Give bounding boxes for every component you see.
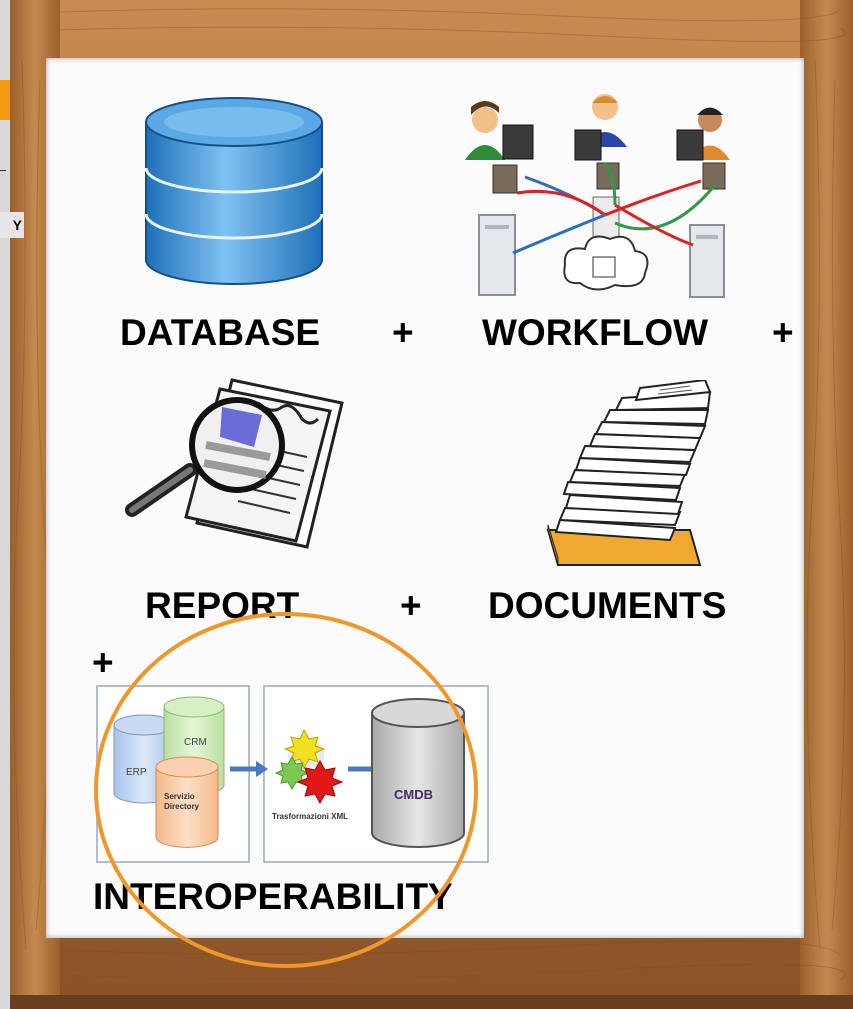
workflow-illustration xyxy=(465,94,730,298)
plus-sign-2: + xyxy=(772,312,794,353)
trasformazioni-label: Trasformazioni XML xyxy=(272,812,348,821)
cmdb-label: CMDB xyxy=(394,787,433,802)
label-report: REPORT xyxy=(145,585,300,626)
highlight-circle xyxy=(94,612,478,968)
label-workflow: WORKFLOW xyxy=(482,312,709,353)
crm-label: CRM xyxy=(184,737,207,748)
plus-sign-3: + xyxy=(400,585,422,626)
plus-sign-1: + xyxy=(392,312,414,353)
erp-label: ERP xyxy=(126,767,147,778)
database-icon xyxy=(144,97,324,285)
side-tab-label: Y xyxy=(0,212,24,238)
label-interoperability: INTEROPERABILITY xyxy=(93,876,453,917)
documents-stack-icon xyxy=(546,380,712,566)
directory-label: Directory xyxy=(164,802,200,811)
side-tick xyxy=(0,170,6,171)
report-magnifier-icon xyxy=(125,378,344,549)
interoperability-diagram: ERP CRM Servizio Directory Trasformazion… xyxy=(96,685,489,863)
label-database: DATABASE xyxy=(120,312,321,353)
servizio-label: Servizio xyxy=(164,792,195,801)
plus-sign-4: + xyxy=(92,642,114,683)
side-tab-orange xyxy=(0,80,10,120)
label-documents: DOCUMENTS xyxy=(488,585,727,626)
